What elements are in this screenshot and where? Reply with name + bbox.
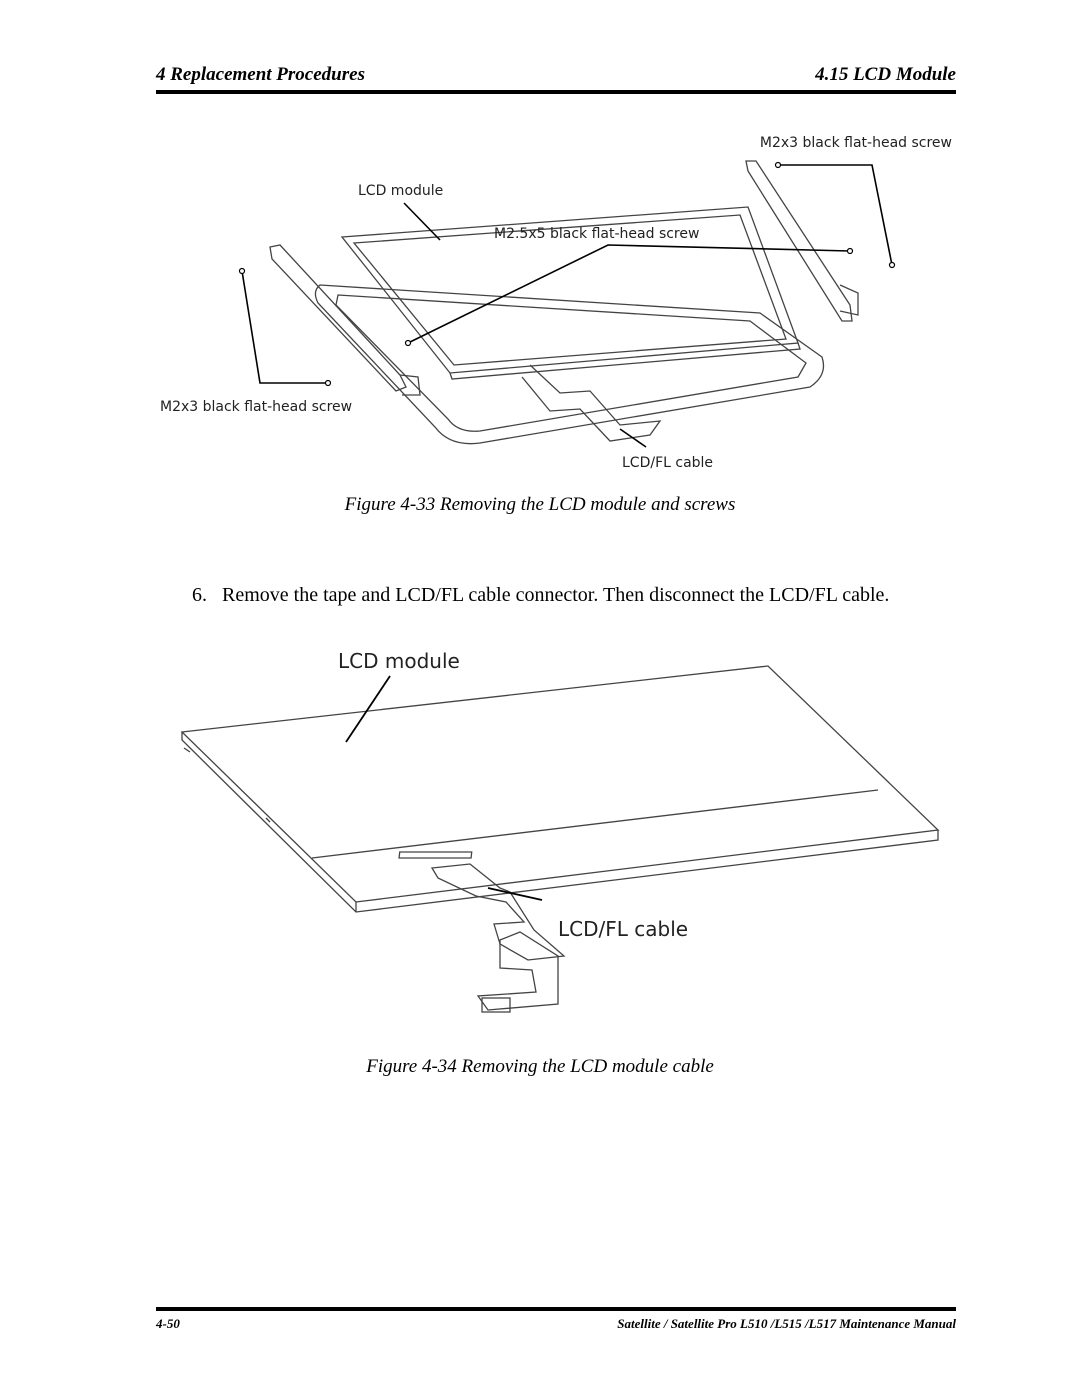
screw-left-2 [324,379,332,387]
screw-left-1 [238,267,246,275]
right-hinge-bracket [745,160,853,322]
chapter-title: 4 Replacement Procedures [156,64,365,85]
label-lcd-module-2: LCD module [338,649,460,673]
screw-center-right [846,247,854,255]
screw-top-right-2 [888,261,896,269]
lcd-panel-divider [311,789,879,859]
lcd-fl-cable-end [476,931,559,1011]
back-cover-outline [314,284,825,445]
connector-strip [398,851,473,859]
instruction-step-6: 6. Remove the tape and LCD/FL cable conne… [192,584,889,607]
label-screw-top-right: M2x3 black flat-head screw [760,135,952,151]
figure-4-34-diagram: LCD module LCD/FL cable [170,640,950,1035]
step-number: 6. [192,584,207,606]
figure-4-33-exploded-diagram: M2x3 black flat-head screw LCD module M2… [150,125,970,485]
back-cover-inner [335,294,807,432]
section-title: 4.15 LCD Module [815,64,956,85]
figure-4-33-caption: Figure 4-33 Removing the LCD module and … [344,494,736,515]
screw-center-left [404,339,412,347]
lcd-module-cable-illustration: LCD module LCD/FL cable [180,649,940,1013]
footer-rule [156,1307,956,1311]
step-text: Remove the tape and LCD/FL cable connect… [222,584,890,606]
lcd-fl-cable [430,863,566,961]
label-screw-center: M2.5x5 black flat-head screw [494,226,699,242]
manual-title: Satellite / Satellite Pro L510 /L515 /L5… [617,1316,956,1331]
page-number: 4-50 [156,1316,180,1331]
label-lcd-fl-cable-2: LCD/FL cable [558,917,688,941]
left-hinge-bracket [269,244,407,392]
header-rule [156,90,956,94]
lcd-fl-cable-shape [521,364,662,442]
lcd-exploded-illustration: M2x3 black flat-head screw LCD module M2… [160,135,952,471]
figure-4-34-caption: Figure 4-34 Removing the LCD module cabl… [366,1056,714,1077]
lcd-panel-surface [180,665,940,903]
lcd-panel-edge [449,342,801,380]
label-lcd-module: LCD module [358,183,443,199]
label-screw-left: M2x3 black flat-head screw [160,399,352,415]
page-header: 4 Replacement Procedures 4.15 LCD Module [156,64,956,94]
cable-connector [481,997,511,1013]
screw-top-right-1 [774,161,782,169]
label-lcd-fl-cable: LCD/FL cable [622,455,713,471]
lcd-panel-edge [181,732,939,913]
page-footer: 4-50 Satellite / Satellite Pro L510 /L51… [156,1316,956,1336]
lcd-panel-inner [352,214,787,366]
